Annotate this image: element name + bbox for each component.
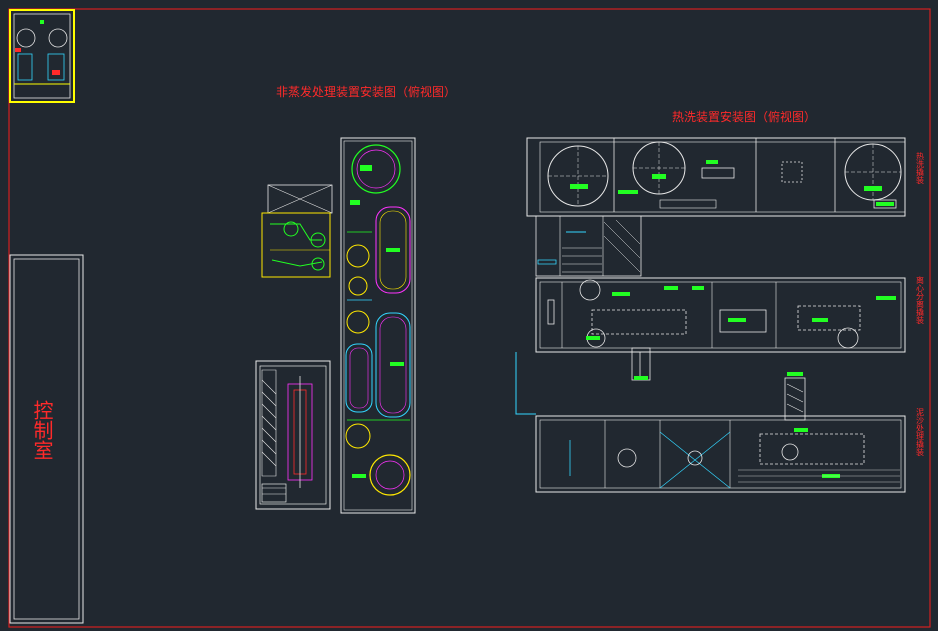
conveyor-pipe (515, 347, 806, 421)
sludge-treatment-skid-label: 泥沙处理撬装 (916, 408, 925, 457)
hot-wash-plan-title: 热洗装置安装图（俯视图） (672, 109, 816, 124)
sludge-treatment-skid-plan[interactable] (535, 415, 906, 493)
tank-top-circle (351, 144, 401, 194)
drawing-border (8, 8, 931, 628)
transition-section (535, 215, 642, 277)
centrifuge-skid-label: 离心分离撬装 (916, 275, 925, 325)
pump-skid-plan[interactable] (261, 184, 333, 278)
control-room-label: 控制室 (30, 400, 54, 460)
centrifuge-skid-plan[interactable] (535, 277, 906, 353)
thumbnail-view[interactable] (9, 9, 75, 103)
control-room[interactable]: 控制室 (9, 254, 84, 624)
non-evaporation-skid-plan[interactable] (340, 137, 416, 514)
non-evaporation-plan-title: 非蒸发处理装置安装图（俯视图） (276, 84, 456, 99)
hot-wash-skid-label: 热洗撬装 (916, 151, 925, 185)
hot-wash-layout[interactable]: 热洗撬装 离心分离撬装 泥沙处理撬装 (515, 137, 925, 493)
hot-wash-skid-plan[interactable] (526, 137, 906, 217)
filter-skid-plan[interactable] (255, 360, 331, 510)
